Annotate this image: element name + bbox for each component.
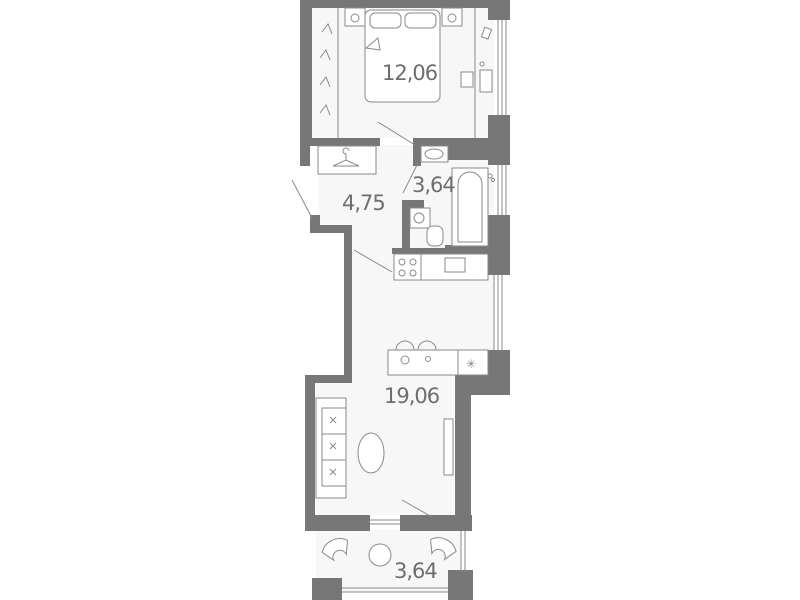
svg-text:✳: ✳ (466, 357, 476, 371)
hallway-wardrobe (317, 145, 377, 175)
balcony-furniture (321, 537, 457, 567)
coffee-table (357, 432, 385, 474)
balcony-area: 3,64 (394, 559, 437, 583)
kitchen-island (387, 349, 459, 376)
walls (300, 0, 510, 600)
sink-icon (444, 257, 466, 273)
bathroom-area: 3,64 (412, 173, 455, 197)
round-table-icon (368, 543, 392, 567)
fridge-icon (457, 349, 489, 376)
windows (342, 20, 507, 593)
bedroom-area: 12,06 (382, 61, 438, 85)
kitchen: ✳ (387, 253, 489, 376)
stove-icon (393, 253, 422, 281)
armchair-icon (430, 537, 457, 561)
living-room (315, 397, 454, 499)
armchair-icon (321, 538, 349, 562)
living-kitchen-area: 19,06 (384, 384, 440, 408)
tv-icon (443, 418, 454, 476)
door-swings (291, 121, 433, 518)
desk (479, 69, 493, 93)
bedroom-furniture (319, 7, 493, 138)
hallway-area: 4,75 (342, 191, 385, 215)
hanger-icon (332, 147, 360, 167)
bathroom-fixtures (409, 145, 495, 247)
toilet-icon (426, 225, 444, 247)
hanger-icon (319, 22, 333, 116)
double-bed-icon (364, 9, 441, 103)
